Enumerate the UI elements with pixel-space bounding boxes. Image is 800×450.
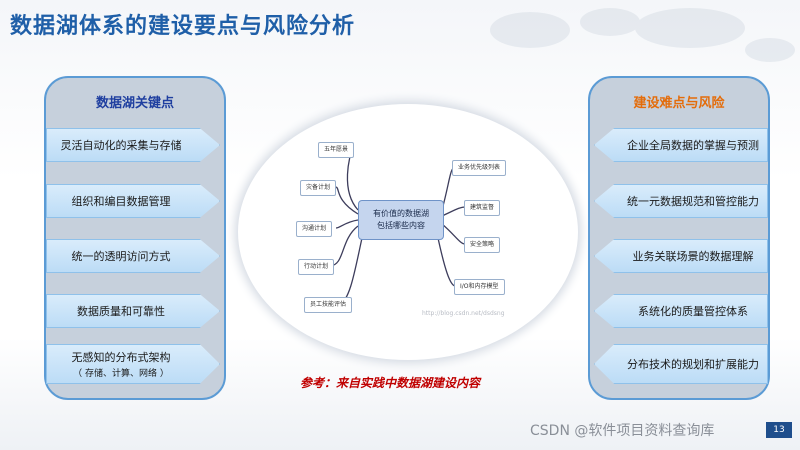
page-number: 13 <box>766 422 792 438</box>
key-points-heading: 数据湖关键点 <box>95 96 174 111</box>
key-point-distributed-architecture: 无感知的分布式架构 （ 存储、计算、网络 ） <box>46 344 220 384</box>
csdn-watermark: CSDN @软件项目资料查询库 <box>530 423 715 439</box>
mind-map-node: 业务优先级列表 <box>452 160 507 176</box>
key-point-data-quality: 数据质量和可靠性 <box>46 294 220 328</box>
risks-panel: 建设难点与风险 企业全局数据的掌握与预测 统一元数据规范和管控能力 业务关联场景… <box>588 76 770 400</box>
risk-business-scenario-understanding: 业务关联场景的数据理解 <box>594 239 768 273</box>
mind-map-node: 安全策略 <box>464 237 501 253</box>
risk-global-data-mastery: 企业全局数据的掌握与预测 <box>594 128 768 162</box>
reference-note: 参考：来自实践中数据湖建设内容 <box>300 376 481 390</box>
key-point-collection-storage: 灵活自动化的采集与存储 <box>46 128 220 162</box>
world-map-background <box>490 8 795 62</box>
mind-map-node: 建筑监督 <box>464 200 501 216</box>
risk-quality-control-system: 系统化的质量管控体系 <box>594 294 768 328</box>
mind-map-node: I/O和内存模型 <box>454 279 505 295</box>
mind-map-node: 五年愿景 <box>318 142 355 158</box>
risk-metadata-governance: 统一元数据规范和管控能力 <box>594 184 768 218</box>
risks-heading: 建设难点与风险 <box>633 96 725 111</box>
image-watermark-url: http://blog.csdn.net/dsdsng <box>422 310 505 317</box>
key-point-unified-access: 统一的透明访问方式 <box>46 239 220 273</box>
page-title: 数据湖体系的建设要点与风险分析 <box>10 14 356 39</box>
mind-map-node: 沟通计划 <box>296 221 333 237</box>
mind-map-node: 行动计划 <box>298 259 335 275</box>
risk-distributed-planning: 分布技术的规划和扩展能力 <box>594 344 768 384</box>
mind-map-node: 员工技能评估 <box>304 297 353 313</box>
key-points-panel: 数据湖关键点 灵活自动化的采集与存储 组织和编目数据管理 统一的透明访问方式 数… <box>44 76 226 400</box>
mind-map-center-node: 有价值的数据湖 包括哪些内容 <box>358 200 444 240</box>
key-point-catalog-management: 组织和编目数据管理 <box>46 184 220 218</box>
mind-map-node: 灾备计划 <box>300 180 337 196</box>
